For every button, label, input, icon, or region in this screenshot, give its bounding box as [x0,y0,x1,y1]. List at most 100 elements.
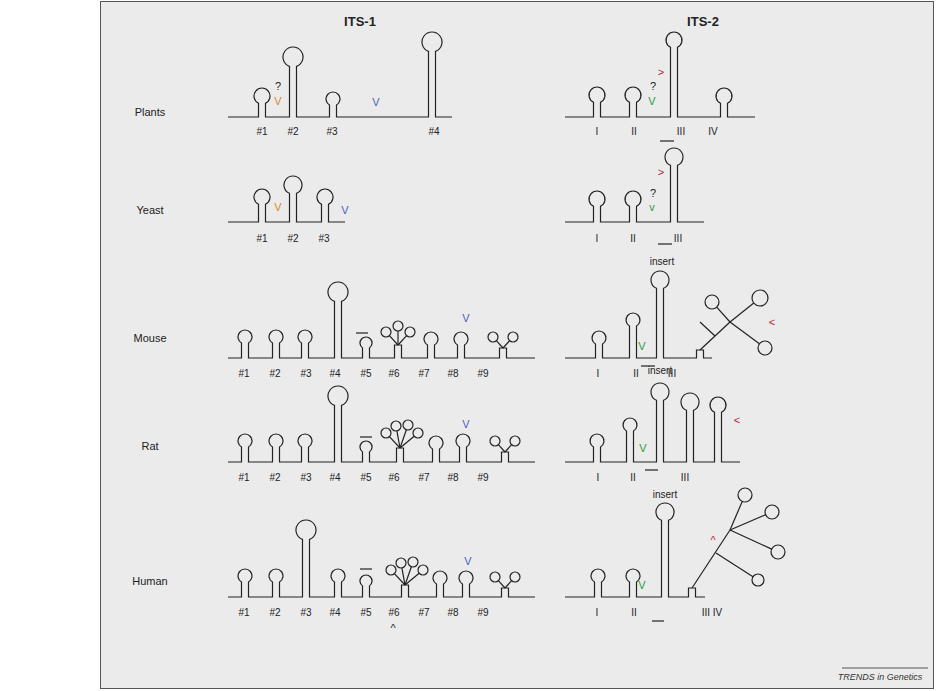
uncertain-mark: ? [650,187,656,199]
hairpin-loop [752,574,764,586]
insert-label: insert [650,256,674,267]
helix-number: #1 [238,472,249,483]
rna-backbone [228,520,535,597]
helix-number: I [597,368,600,379]
column-header: ITS-2 [687,15,719,29]
hairpin-loop [391,421,401,431]
helix-number: I [597,472,600,483]
rna-backbone [565,383,740,462]
helix-number: III [677,126,685,137]
helix-number: #5 [360,607,371,618]
helix-number: III [674,233,682,244]
helix-number: #8 [447,368,458,379]
cleavage-mark: V [372,96,379,108]
hairpin-loop [408,557,418,567]
cleavage-mark: V [648,95,655,107]
caption-rule [842,668,928,669]
cleavage-mark: > [658,66,664,78]
site-bar [360,436,372,437]
helix-number: #1 [256,126,267,137]
helix-number: #4 [329,607,340,618]
helix-branch [505,445,512,452]
cleavage-mark: V [638,579,645,591]
helix-number: II [631,607,637,618]
hairpin-loop [738,488,752,502]
helix-number: I [596,233,599,244]
helix-number: #9 [477,368,488,379]
cleavage-mark: V [638,340,645,352]
insert-label: insert [653,489,677,500]
hairpin-loop [405,327,415,337]
helix-number: IV [708,126,717,137]
helix-branch [498,445,505,452]
rna-backbone [565,271,712,358]
helix-number: #2 [287,126,298,137]
hairpin-loop [393,321,403,331]
rna-backbone [565,32,755,117]
helix-branch [397,331,398,345]
hairpin-loop [705,295,719,309]
cleavage-mark: ^ [710,534,715,546]
helix-number: #2 [269,368,280,379]
helix-branch [496,341,503,348]
hairpin-loop [510,572,520,582]
helix-number: #5 [360,472,371,483]
helix-branch [402,568,405,585]
helix-number: #3 [300,607,311,618]
site-bar [652,620,664,621]
helix-branch [717,307,730,322]
cleavage-mark: V [341,204,348,216]
journal-credit: TRENDS in Genetics [838,673,923,683]
hairpin-loop [765,505,779,519]
helix-branch [730,515,766,530]
insert-label: insert [648,365,672,376]
species-label: Human [132,575,167,587]
helix-number: II [630,233,636,244]
species-label: Plants [135,106,166,118]
hairpin-loop [403,420,413,430]
helix-number: #2 [269,472,280,483]
helix-number: #2 [269,607,280,618]
helix-branch [730,530,772,549]
rna-backbone [228,282,535,358]
uncertain-mark: ? [275,80,281,92]
cleavage-mark: < [769,316,775,328]
cleavage-mark: V [274,95,281,107]
helix-branch [730,322,759,344]
helix-number: #6 [388,472,399,483]
species-label: Mouse [133,332,166,344]
hairpin-loop [381,327,391,337]
uncertain-mark: ? [650,80,656,92]
structures [228,32,785,621]
column-header: ITS-1 [344,15,376,29]
helix-number: #3 [326,126,337,137]
rna-backbone [228,386,535,462]
helix-branch [700,322,715,336]
helix-number: III IV [702,607,723,618]
species-label: Yeast [136,204,163,216]
helix-branch [730,303,754,322]
cleavage-mark: < [734,414,740,426]
site-bar [658,243,672,244]
site-mark: ^ [390,622,395,634]
helix-branch [397,431,400,448]
helix-number: #1 [238,368,249,379]
helix-number: I [596,126,599,137]
helix-branch [498,581,505,588]
site-bar [356,332,368,333]
helix-number: #8 [447,607,458,618]
hairpin-loop [396,558,406,568]
helix-number: II [631,126,637,137]
hairpin-loop [510,436,520,446]
helix-branch [716,553,753,577]
hairpin-loop [418,565,428,575]
helix-number: II [633,368,639,379]
helix-number: #1 [238,607,249,618]
helix-branch [700,322,730,350]
helix-number: #4 [329,472,340,483]
cleavage-mark: V [462,312,469,324]
rna-backbone [565,503,705,597]
helix-branch [400,436,414,448]
figure-panel [101,2,934,689]
